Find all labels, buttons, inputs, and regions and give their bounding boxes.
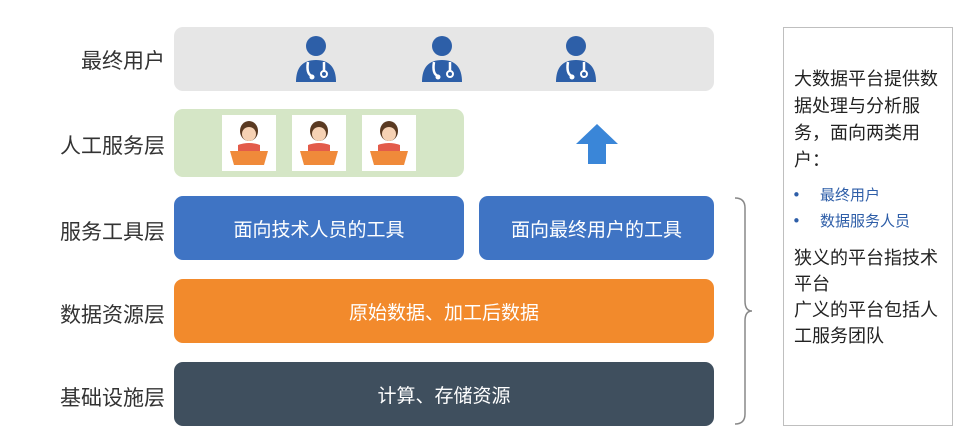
platform-intro-text: 大数据平台提供数据处理与分析服务，面向两类用户：	[794, 69, 938, 171]
users-band	[174, 27, 714, 91]
doctor-user-icon	[296, 36, 336, 82]
up-arrow-icon	[576, 124, 618, 164]
infrastructure-band: 计算、存储资源	[174, 362, 714, 426]
end-user-tools-band: 面向最终用户的工具	[479, 196, 714, 260]
broad-definition-text: 广义的平台包括人工服务团队	[794, 300, 938, 347]
staff-at-desk-icon	[222, 115, 276, 171]
service-band	[174, 109, 464, 177]
layer-label-data: 数据资源层	[60, 303, 165, 327]
layer-label-infra: 基础设施层	[60, 386, 165, 410]
layer-label-users: 最终用户	[81, 49, 165, 73]
platform-bracket	[734, 197, 753, 425]
tech-staff-tools-band: 面向技术人员的工具	[174, 196, 464, 260]
doctor-user-icon	[556, 36, 596, 82]
platform-description-box: 大数据平台提供数据处理与分析服务，面向两类用户： •最终用户 •数据服务人员 狭…	[783, 27, 953, 426]
layer-label-tools: 服务工具层	[60, 220, 165, 244]
data-resources-band: 原始数据、加工后数据	[174, 279, 714, 343]
layer-label-service: 人工服务层	[60, 134, 165, 158]
doctor-user-icon	[422, 36, 462, 82]
staff-at-desk-icon	[362, 115, 416, 171]
user-type-list: •最终用户 •数据服务人员	[792, 182, 942, 234]
user-type-item: •最终用户	[792, 186, 881, 204]
narrow-definition-text: 狭义的平台指技术平台	[794, 248, 938, 295]
staff-at-desk-icon	[292, 115, 346, 171]
user-type-item: •数据服务人员	[792, 212, 911, 230]
